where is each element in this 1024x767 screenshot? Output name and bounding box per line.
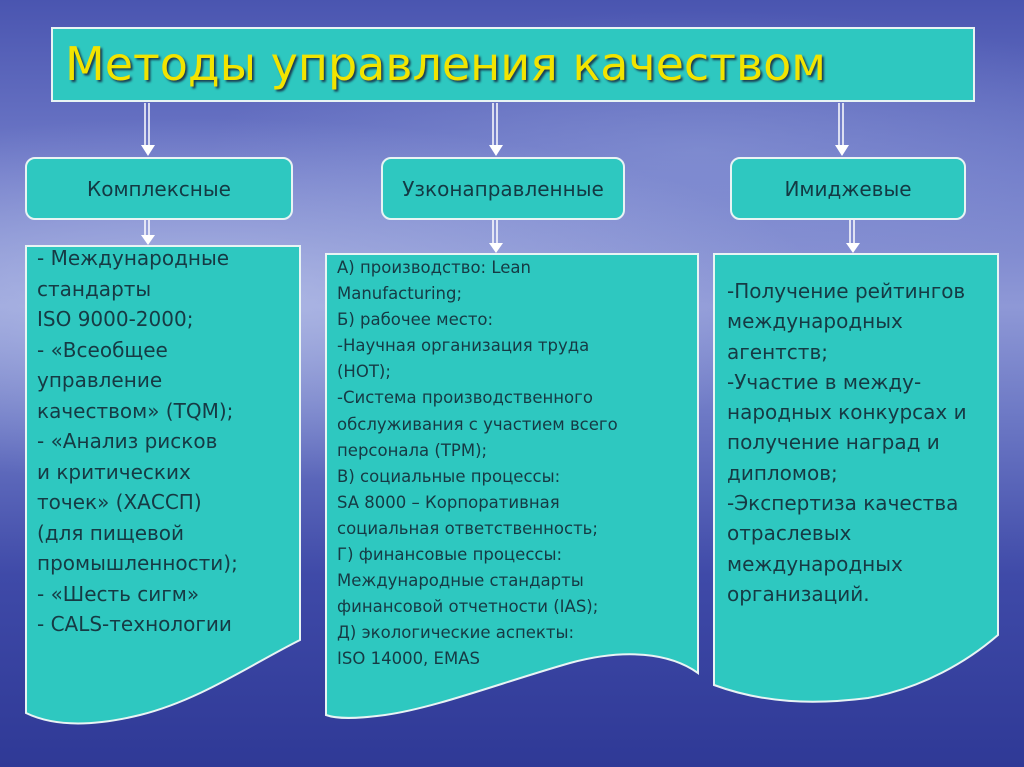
- title-bar: Методы управления качеством: [51, 27, 975, 102]
- details-panel-complex: - Международные стандарты ISO 9000-2000;…: [25, 245, 301, 727]
- panel-text: А) производство: Lean Manufacturing; Б) …: [337, 258, 618, 669]
- panel-shape: [325, 253, 699, 719]
- arrow-down-icon: [141, 220, 155, 245]
- panel-text: - Международные стандарты ISO 9000-2000;…: [37, 246, 238, 636]
- category-label: Имиджевые: [784, 176, 912, 201]
- panel-shape: [713, 253, 999, 703]
- arrow-down-icon: [489, 220, 503, 253]
- category-box-image: Имиджевые: [730, 157, 966, 220]
- arrow-down-icon: [835, 103, 849, 156]
- page-title: Методы управления качеством: [65, 37, 826, 91]
- category-box-complex: Комплексные: [25, 157, 293, 220]
- details-panel-image: -Получение рейтингов международных агент…: [713, 253, 999, 705]
- arrow-down-icon: [141, 103, 155, 156]
- panel-text: -Получение рейтингов международных агент…: [727, 279, 967, 606]
- arrow-down-icon: [489, 103, 503, 156]
- details-panel-narrow: А) производство: Lean Manufacturing; Б) …: [325, 253, 699, 719]
- arrow-down-icon: [846, 220, 860, 253]
- category-box-narrow: Узконаправленные: [381, 157, 625, 220]
- panel-shape: [25, 245, 301, 725]
- category-label: Комплексные: [87, 176, 231, 201]
- category-label: Узконаправленные: [402, 176, 604, 201]
